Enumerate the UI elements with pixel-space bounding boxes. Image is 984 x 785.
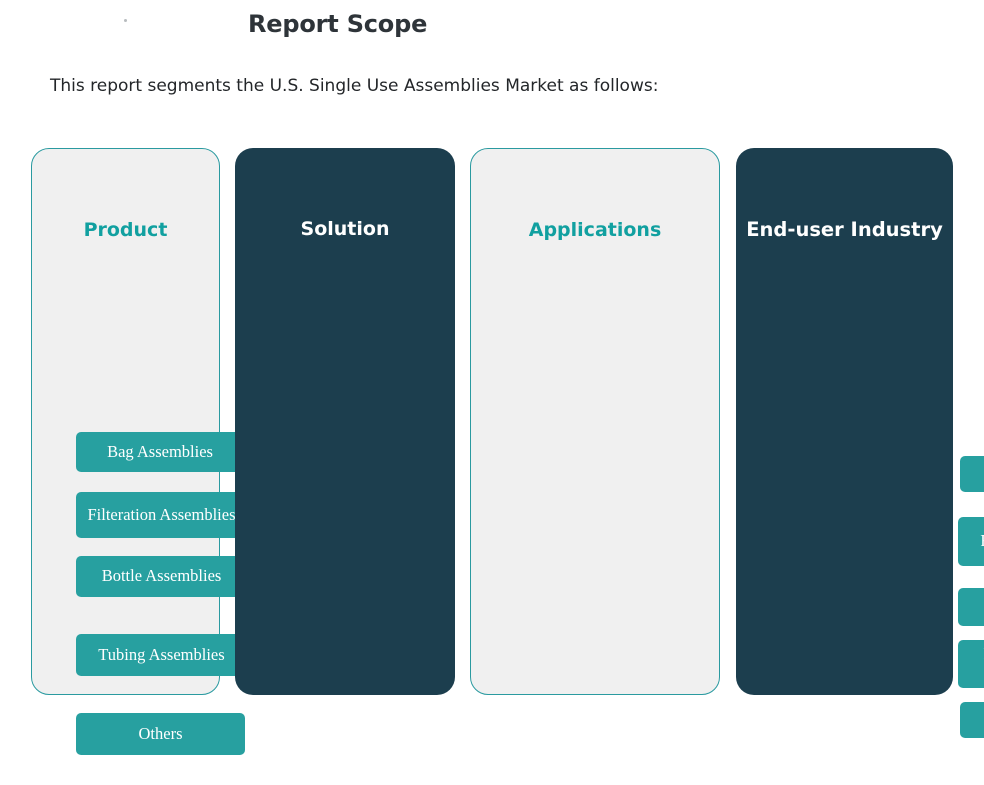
title-speck-mark xyxy=(124,19,127,22)
segment-panel-product: Product Bag Assemblies Filteration Assem… xyxy=(31,148,247,755)
segment-card-label: Bag Assemblies xyxy=(107,441,213,461)
segment-card-bottle-assemblies[interactable]: Bottle Assemblies xyxy=(76,556,247,597)
segment-card-label: Others xyxy=(138,723,183,743)
segment-card-filteration-purifications[interactable]: Filteration & Purifications xyxy=(958,517,984,566)
segment-card-label: Filteration & Purifications xyxy=(974,531,984,551)
segment-panel-solution: Solution Standard Solution Customized So… xyxy=(235,148,663,695)
segment-card-filteration-assemblies[interactable]: Filteration Assemblies xyxy=(76,492,247,538)
segment-card-label: Formulation & Fill-Finish Applications xyxy=(958,644,984,683)
segment-card-formulation-fill-finish[interactable]: Formulation & Fill-Finish Applications xyxy=(958,640,984,688)
page-title: Report Scope xyxy=(248,10,428,38)
panel-title-end-user-industry: End-user Industry xyxy=(746,218,943,241)
segment-card-cell-culture-mixing[interactable]: Cell culture & Mixing xyxy=(960,456,984,492)
segment-card-storage-applications[interactable]: Storage Applications xyxy=(958,588,984,626)
segment-card-label: Filteration Assemblies xyxy=(87,504,236,524)
segment-panel-end-user-industry: End-user Industry Pharmaceutical & Bioph… xyxy=(736,148,953,695)
segment-card-tubing-assemblies[interactable]: Tubing Assemblies xyxy=(76,634,247,676)
segment-card-bag-assemblies[interactable]: Bag Assemblies xyxy=(76,432,244,472)
segment-card-applications-others[interactable]: Others xyxy=(960,702,984,738)
panel-title-product: Product xyxy=(83,219,168,241)
panel-title-solution: Solution xyxy=(300,218,390,240)
segment-card-label: Bottle Assemblies xyxy=(101,566,222,586)
report-subtitle: This report segments the U.S. Single Use… xyxy=(50,76,659,96)
segment-panel-applications: Applications Cell culture & Mixing Filte… xyxy=(470,148,984,738)
segment-card-label: Tubing Assemblies xyxy=(98,644,225,664)
panel-title-applications: Applications xyxy=(528,219,662,241)
segment-card-product-others[interactable]: Others xyxy=(76,713,245,755)
